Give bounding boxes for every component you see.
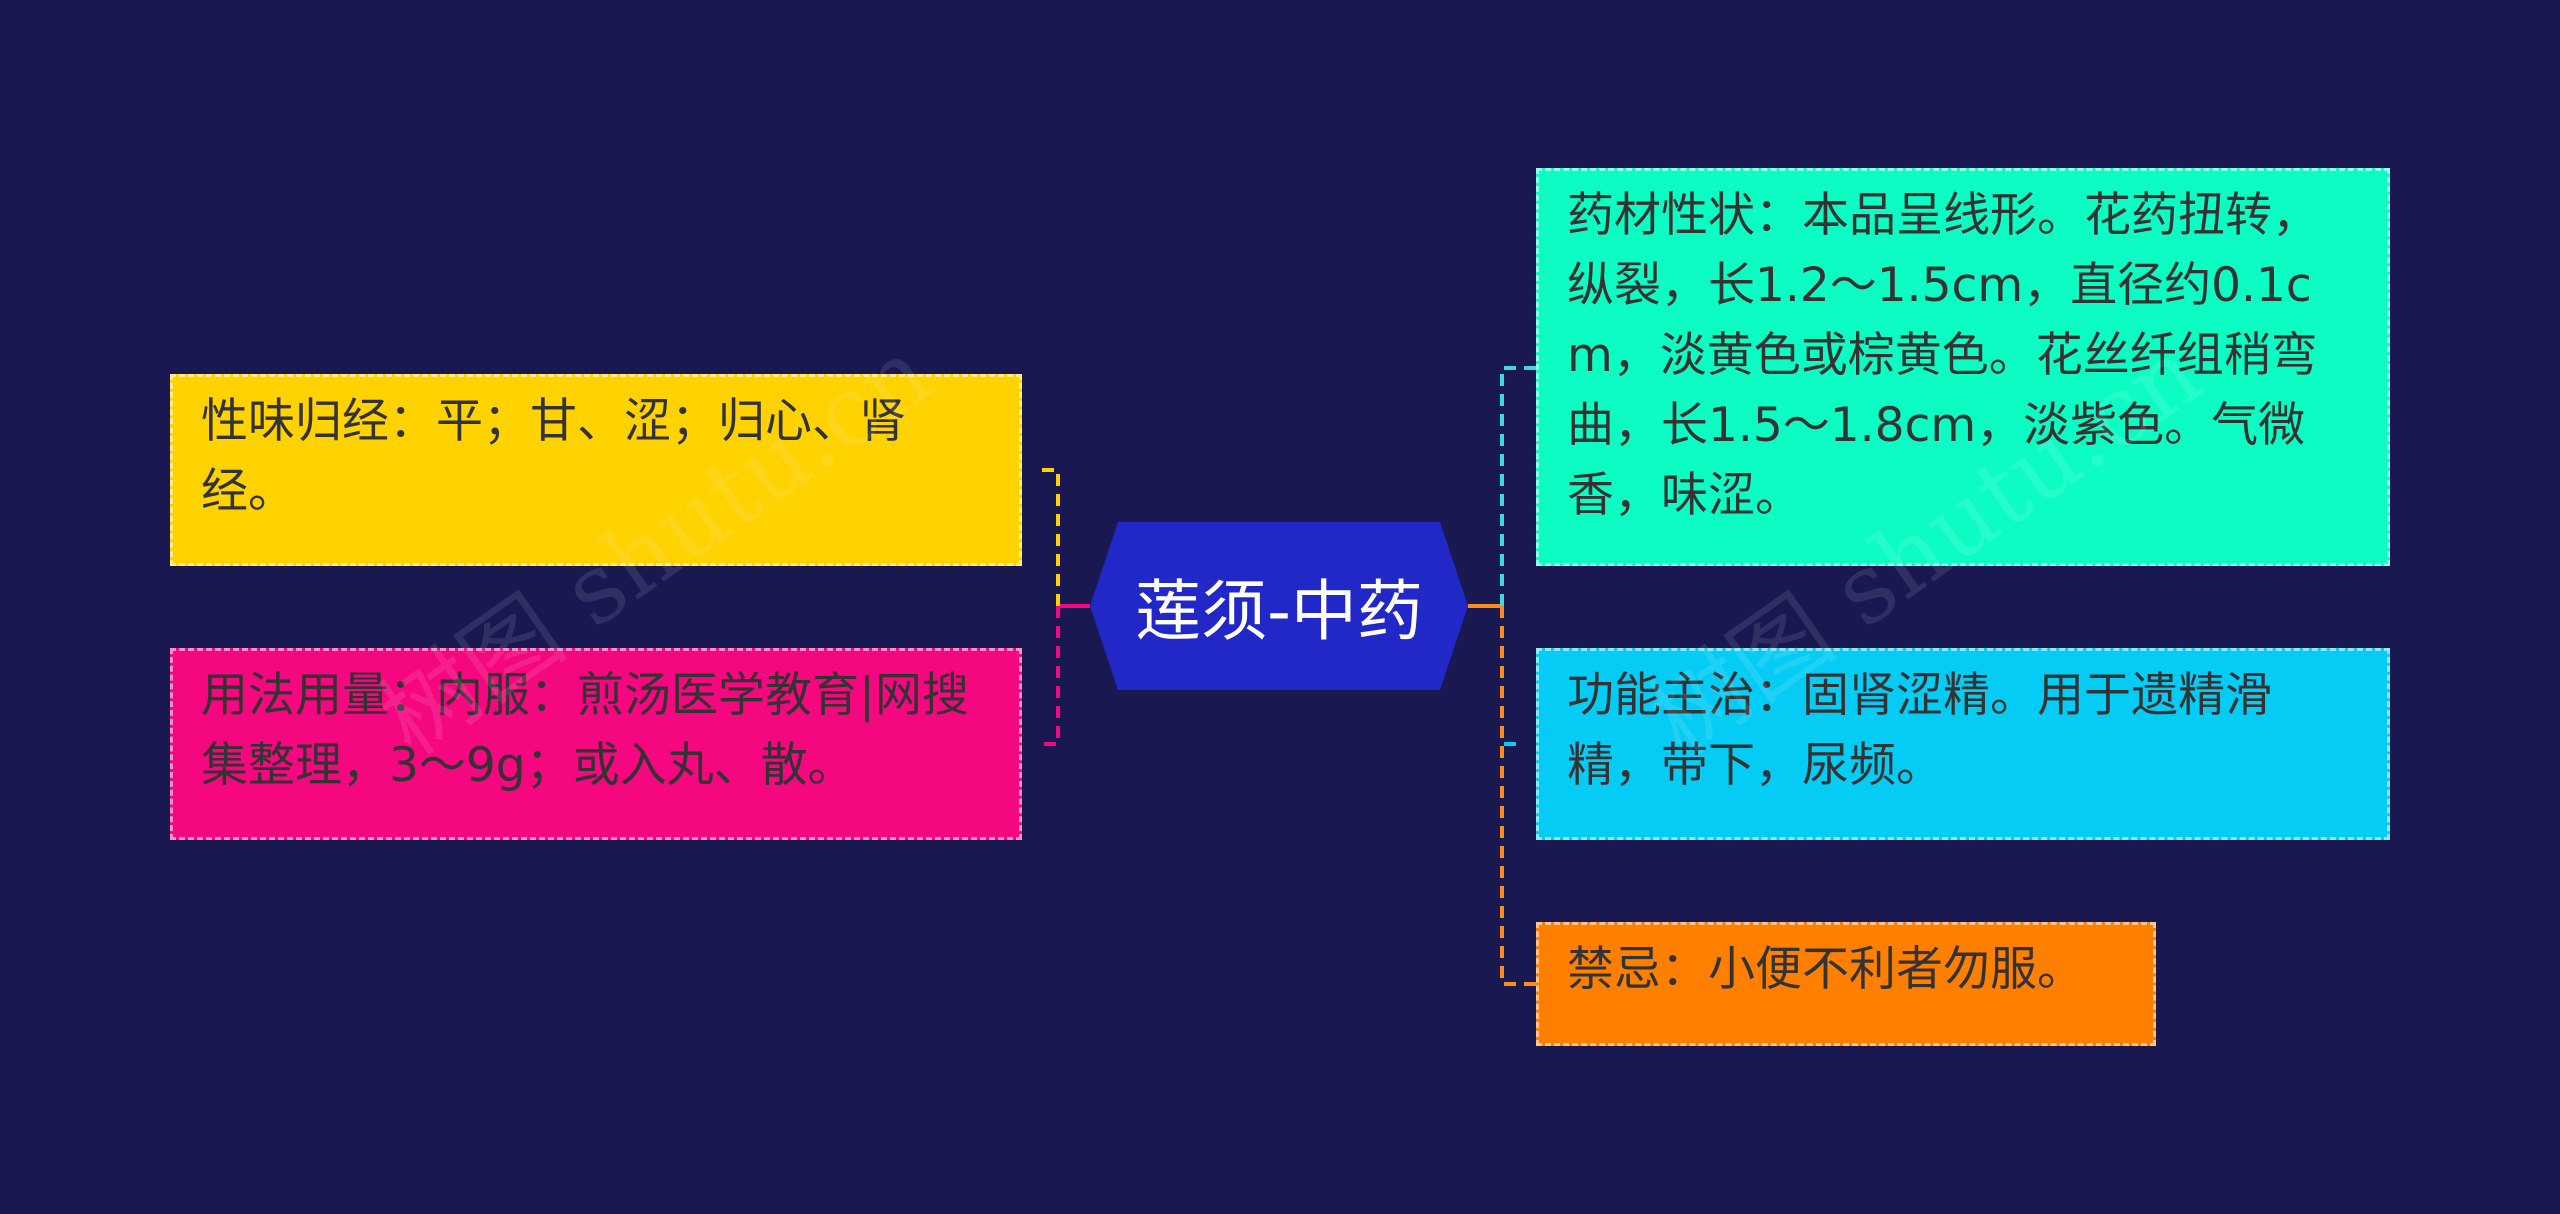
branch-node-text: 功能主治：固肾涩精。用于遗精滑精，带下，尿频。 [1567, 668, 2272, 793]
central-hexagon-shape [1090, 522, 1468, 690]
branch-node-text: 药材性状：本品呈线形。花药扭转，纵裂，长1.2～1.5cm，直径约0.1cm，淡… [1567, 188, 2319, 523]
branch-node-text: 用法用量：内服：煎汤医学教育|网搜集整理，3～9g；或入丸、散。 [201, 668, 969, 793]
connector-left-2 [1038, 606, 1060, 746]
connector-right-3 [1500, 606, 1536, 986]
connector-right-2 [1500, 606, 1520, 746]
connector-right-1 [1500, 366, 1536, 606]
branch-node-usage-dosage[interactable]: 用法用量：内服：煎汤医学教育|网搜集整理，3～9g；或入丸、散。 [170, 648, 1022, 840]
branch-node-functions-indications[interactable]: 功能主治：固肾涩精。用于遗精滑精，带下，尿频。 [1536, 648, 2390, 840]
central-topic-label: 莲须-中药 [1135, 573, 1423, 650]
branch-node-herb-characteristics[interactable]: 药材性状：本品呈线形。花药扭转，纵裂，长1.2～1.5cm，直径约0.1cm，淡… [1536, 168, 2390, 566]
branch-node-nature-meridian[interactable]: 性味归经：平；甘、涩；归心、肾经。 [170, 374, 1022, 566]
central-topic[interactable]: 莲须-中药 [1090, 522, 1468, 690]
branch-node-text: 性味归经：平；甘、涩；归心、肾经。 [201, 394, 906, 519]
connector-left-1 [1038, 468, 1060, 606]
branch-node-text: 禁忌：小便不利者勿服。 [1567, 942, 2084, 997]
branch-node-contraindications[interactable]: 禁忌：小便不利者勿服。 [1536, 922, 2156, 1046]
